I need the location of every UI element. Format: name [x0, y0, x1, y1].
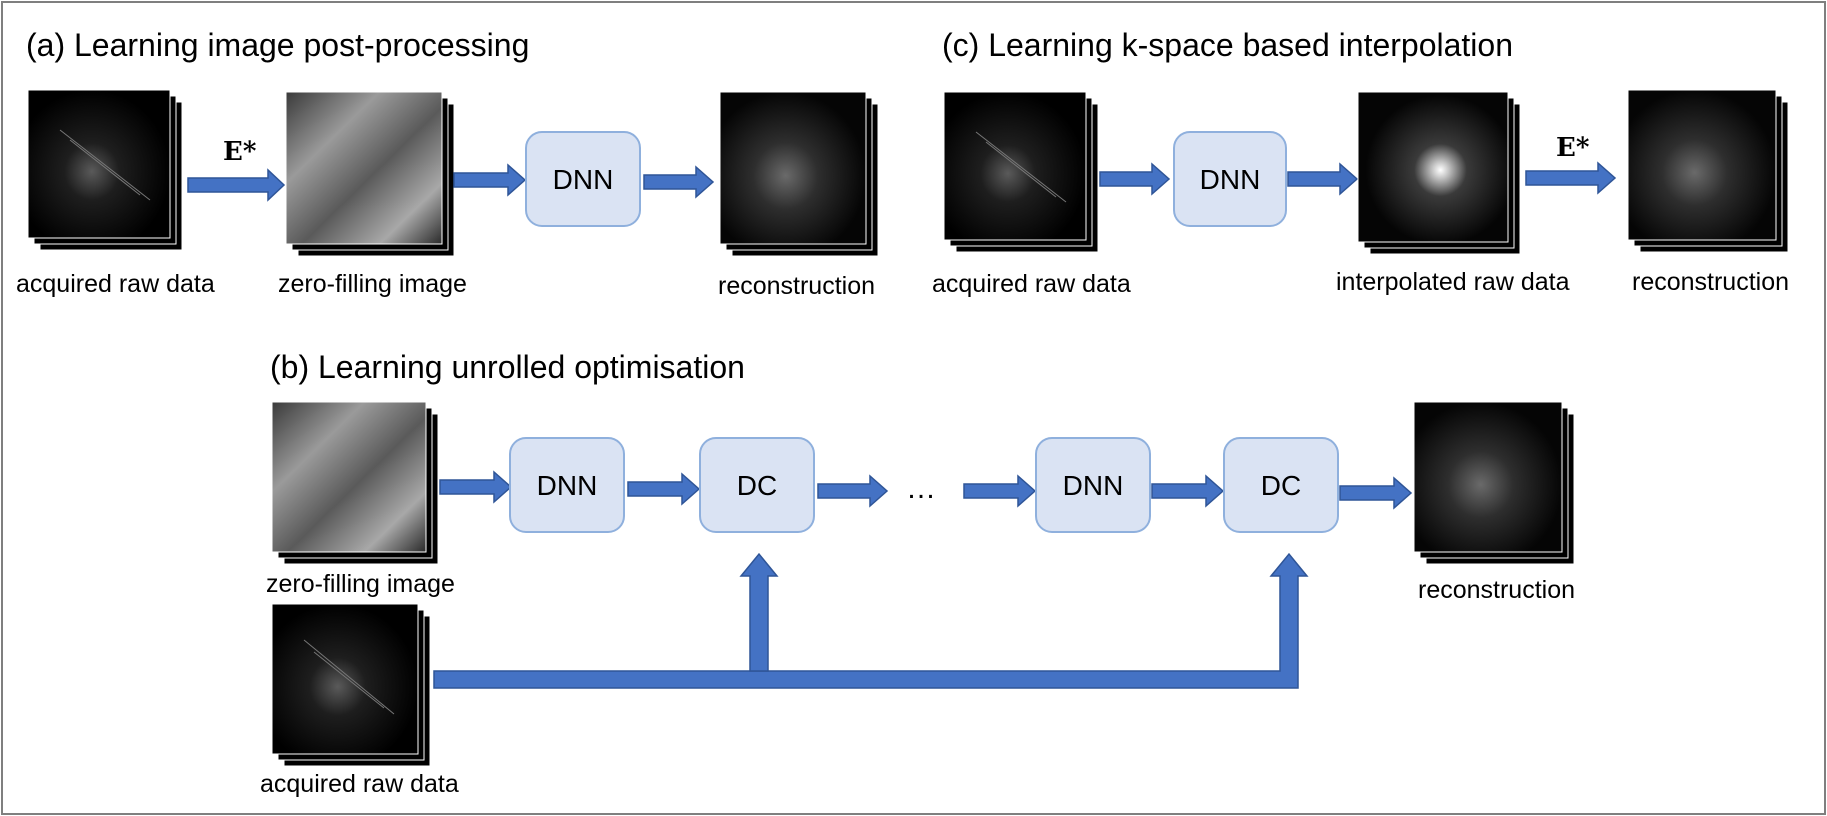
panel-b-arrow-1 — [439, 470, 513, 504]
panel-b-raw-data-stack — [271, 603, 431, 767]
panel-c-reconstruction-image — [1627, 89, 1777, 241]
panel-c-title: (c) Learning k-space based interpolation — [942, 27, 1513, 63]
panel-c-operator-label: E* — [1556, 133, 1590, 163]
panel-b-dnn-label-2: DNN — [1063, 470, 1124, 501]
panel-c-arrow-2 — [1287, 162, 1359, 196]
panel-a-arrow-1 — [187, 168, 286, 202]
panel-b-zero-filling-caption: zero-filling image — [266, 570, 455, 598]
panel-b: (b) Learning unrolled optimisation zero-… — [260, 349, 1575, 798]
panel-b-dc-label-2: DC — [1261, 470, 1301, 501]
panel-a-zero-filling-image — [285, 91, 443, 245]
panel-b-dnn-box-1 — [509, 437, 625, 533]
panel-c: (c) Learning k-space based interpolation… — [932, 27, 1789, 298]
panel-b-arrow-5 — [1151, 474, 1225, 508]
panel-b-ellipsis: … — [906, 472, 936, 505]
panel-b-dnn-box-2 — [1035, 437, 1151, 533]
panel-a-title: (a) Learning image post-processing — [26, 27, 529, 63]
panel-b-dnn-label-1: DNN — [537, 470, 598, 501]
panel-b-dc-feed-arrow-1 — [739, 552, 779, 672]
panel-a-reconstruction-stack — [719, 91, 879, 257]
panel-c-interpolated-stack — [1357, 91, 1521, 255]
panel-a-raw-data-stack — [27, 89, 183, 251]
panel-b-raw-data-image — [271, 603, 419, 755]
panel-c-reconstruction-stack — [1627, 89, 1789, 253]
panel-c-raw-data-caption: acquired raw data — [932, 270, 1131, 298]
panel-b-dc-box-2 — [1223, 437, 1339, 533]
panel-c-raw-data-stack — [943, 91, 1099, 253]
panel-c-raw-data-image — [943, 91, 1087, 241]
panel-b-dc-label-1: DC — [737, 470, 777, 501]
panel-a: (a) Learning image post-processing acqui… — [16, 27, 879, 300]
panel-c-interpolated-image — [1357, 91, 1509, 243]
panel-b-reconstruction-caption: reconstruction — [1418, 576, 1575, 604]
panel-a-reconstruction-image — [719, 91, 867, 245]
panel-b-reconstruction-image — [1413, 401, 1563, 553]
panel-b-title: (b) Learning unrolled optimisation — [270, 349, 745, 385]
panel-b-zero-filling-stack — [271, 401, 439, 565]
panel-a-dnn-label: DNN — [553, 164, 614, 195]
panel-a-arrow-3 — [643, 165, 715, 199]
panel-a-dnn-box — [525, 131, 641, 227]
panel-a-raw-data-caption: acquired raw data — [16, 270, 215, 298]
panel-a-operator-label: E* — [223, 137, 257, 167]
panel-c-interpolated-caption: interpolated raw data — [1336, 268, 1570, 296]
panel-a-reconstruction-caption: reconstruction — [718, 272, 875, 300]
panel-b-arrow-4 — [963, 474, 1037, 508]
panel-c-arrow-3 — [1525, 161, 1617, 195]
panel-b-dc-box-1 — [699, 437, 815, 533]
panel-a-raw-data-image — [27, 89, 171, 239]
panel-b-zero-filling-image — [271, 401, 427, 553]
panel-b-raw-data-caption: acquired raw data — [260, 770, 459, 798]
panel-b-raw-data-feed-line — [433, 552, 1309, 689]
panel-b-arrow-2 — [627, 472, 701, 506]
panel-a-zero-filling-caption: zero-filling image — [278, 270, 467, 298]
panel-c-arrow-1 — [1099, 162, 1171, 196]
panel-a-zero-filling-stack — [285, 91, 455, 257]
panel-c-reconstruction-caption: reconstruction — [1632, 268, 1789, 296]
panel-a-arrow-2 — [453, 163, 527, 197]
panel-b-arrow-3 — [817, 474, 889, 508]
panel-c-dnn-box — [1173, 131, 1287, 227]
panel-b-reconstruction-stack — [1413, 401, 1575, 565]
panel-b-arrow-6 — [1339, 476, 1413, 510]
panel-c-dnn-label: DNN — [1200, 164, 1261, 195]
